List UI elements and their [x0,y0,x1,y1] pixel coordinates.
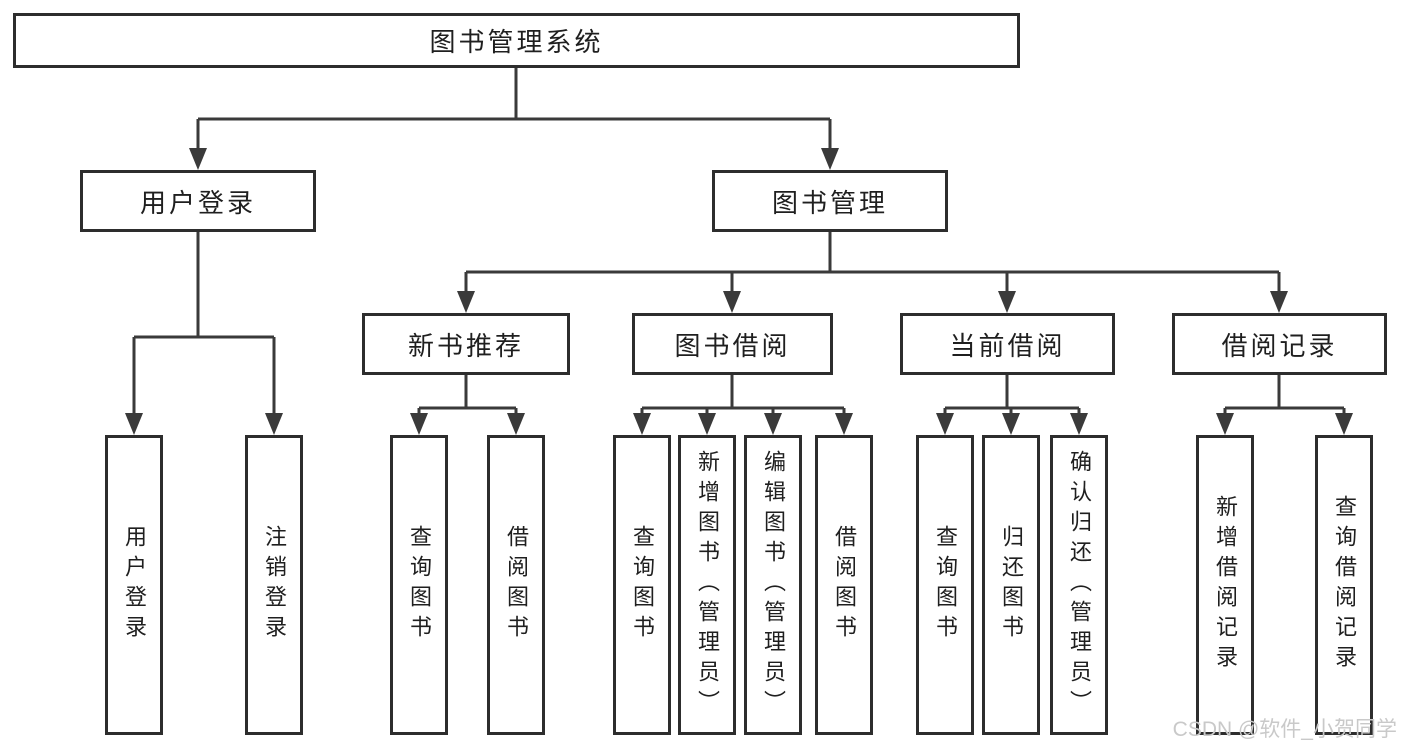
leaf-borrow-query-books-label: 查询图书 [630,525,655,645]
connector-current-to-leaves [936,375,1088,435]
leaf-current-confirm-return-admin: 确认归还（管理员） [1050,435,1108,735]
leaf-user-login: 用户登录 [105,435,163,735]
leaf-user-login-label: 用户登录 [122,525,147,645]
leaf-borrow-query-books: 查询图书 [613,435,671,735]
node-book-management-branch-label: 图书管理 [771,187,888,218]
leaf-newbook-borrow-books-label: 借阅图书 [504,525,529,645]
node-book-borrowing-label: 图书借阅 [674,330,791,361]
leaf-current-query-books: 查询图书 [916,435,974,735]
leaf-records-query-record-label: 查询借阅记录 [1332,495,1357,675]
node-user-login-branch: 用户登录 [80,170,316,232]
leaf-newbook-query-books-label: 查询图书 [407,525,432,645]
leaf-current-confirm-return-admin-label: 确认归还（管理员） [1067,450,1092,720]
leaf-current-return-books-label: 归还图书 [999,525,1024,645]
node-user-login-branch-label: 用户登录 [139,187,256,218]
node-new-book-recommend: 新书推荐 [362,313,570,375]
leaf-borrow-add-books-admin: 新增图书（管理员） [678,435,736,735]
leaf-newbook-borrow-books: 借阅图书 [487,435,545,735]
node-borrowing-records: 借阅记录 [1172,313,1387,375]
node-current-borrowing-label: 当前借阅 [949,330,1066,361]
connector-borrow-to-leaves [633,375,853,435]
leaf-borrow-borrow-books-label: 借阅图书 [832,525,857,645]
leaf-borrow-edit-books-admin-label: 编辑图书（管理员） [761,450,786,720]
leaf-logout-label: 注销登录 [262,525,287,645]
node-book-borrowing: 图书借阅 [632,313,833,375]
leaf-records-add-record: 新增借阅记录 [1196,435,1254,735]
connector-newbook-to-leaves [410,375,525,435]
leaf-records-query-record: 查询借阅记录 [1315,435,1373,735]
node-new-book-recommend-label: 新书推荐 [407,330,524,361]
node-root: 图书管理系统 [13,13,1020,68]
csdn-watermark: CSDN @软件_小贺同学 [1172,718,1397,741]
leaf-borrow-borrow-books: 借阅图书 [815,435,873,735]
leaf-borrow-edit-books-admin: 编辑图书（管理员） [744,435,802,735]
node-current-borrowing: 当前借阅 [900,313,1115,375]
connector-userlogin-to-leaves [125,232,283,435]
leaf-newbook-query-books: 查询图书 [390,435,448,735]
leaf-current-return-books: 归还图书 [982,435,1040,735]
connector-root-to-level2 [189,68,839,170]
leaf-logout: 注销登录 [245,435,303,735]
leaf-borrow-add-books-admin-label: 新增图书（管理员） [695,450,720,720]
node-root-label: 图书管理系统 [429,27,604,57]
node-book-management-branch: 图书管理 [712,170,948,232]
connector-records-to-leaves [1216,375,1353,435]
leaf-records-add-record-label: 新增借阅记录 [1213,495,1238,675]
node-borrowing-records-label: 借阅记录 [1221,330,1338,361]
leaf-current-query-books-label: 查询图书 [933,525,958,645]
connector-bookmgmt-to-level3 [457,232,1288,313]
